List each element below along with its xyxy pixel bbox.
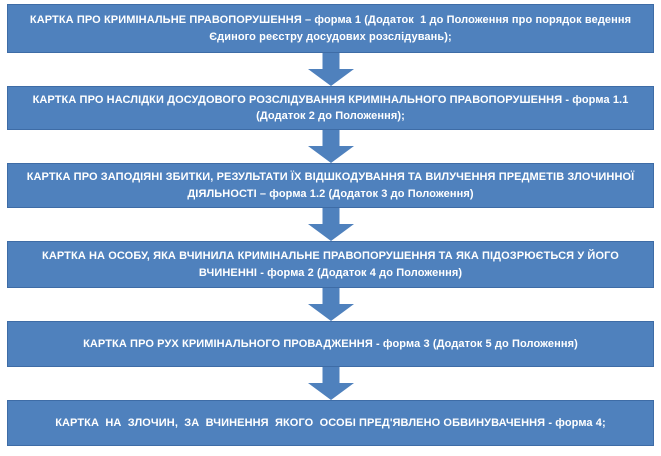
flow-step-label: КАРТКА ПРО ЗАПОДІЯНІ ЗБИТКИ, РЕЗУЛЬТАТИ … (26, 171, 638, 200)
down-arrow-icon (307, 130, 354, 163)
flow-step-karta-pravoporushennia: КАРТКА ПРО КРИМІНАЛЬНЕ ПРАВОПОРУШЕННЯ – … (7, 4, 654, 53)
flow-step-karta-na-zlochyn: КАРТКА НА ЗЛОЧИН, ЗА ВЧИНЕННЯ ЯКОГО ОСОБ… (7, 400, 654, 446)
flow-step-label: КАРТКА НА ЗЛОЧИН, ЗА ВЧИНЕННЯ ЯКОГО ОСОБ… (55, 416, 606, 429)
down-arrow-icon (307, 208, 354, 241)
flow-step-label: КАРТКА ПРО НАСЛІДКИ ДОСУДОВОГО РОЗСЛІДУВ… (32, 93, 632, 123)
flow-step-karta-na-osobu: КАРТКА НА ОСОБУ, ЯКА ВЧИНИЛА КРИМІНАЛЬНЕ… (7, 241, 654, 288)
arrow-gap (7, 130, 654, 163)
down-arrow-icon (307, 53, 354, 86)
flow-step-zapodiiani-zbytky: КАРТКА ПРО ЗАПОДІЯНІ ЗБИТКИ, РЕЗУЛЬТАТИ … (7, 163, 654, 208)
flow-step-label: КАРТКА НА ОСОБУ, ЯКА ВЧИНИЛА КРИМІНАЛЬНЕ… (42, 250, 623, 279)
flow-step-rukh-provadzhennia: КАРТКА ПРО РУХ КРИМІНАЛЬНОГО ПРОВАДЖЕННЯ… (7, 321, 654, 367)
arrow-gap (7, 288, 654, 321)
arrow-gap (7, 53, 654, 86)
arrow-gap (7, 367, 654, 400)
arrow-gap (7, 208, 654, 241)
flow-step-label: КАРТКА ПРО РУХ КРИМІНАЛЬНОГО ПРОВАДЖЕННЯ… (83, 337, 578, 350)
flow-step-label: КАРТКА ПРО КРИМІНАЛЬНЕ ПРАВОПОРУШЕННЯ – … (29, 14, 635, 43)
down-arrow-icon (307, 288, 354, 321)
down-arrow-icon (307, 367, 354, 400)
flow-step-naslidky-rozsliduvannia: КАРТКА ПРО НАСЛІДКИ ДОСУДОВОГО РОЗСЛІДУВ… (7, 86, 654, 130)
